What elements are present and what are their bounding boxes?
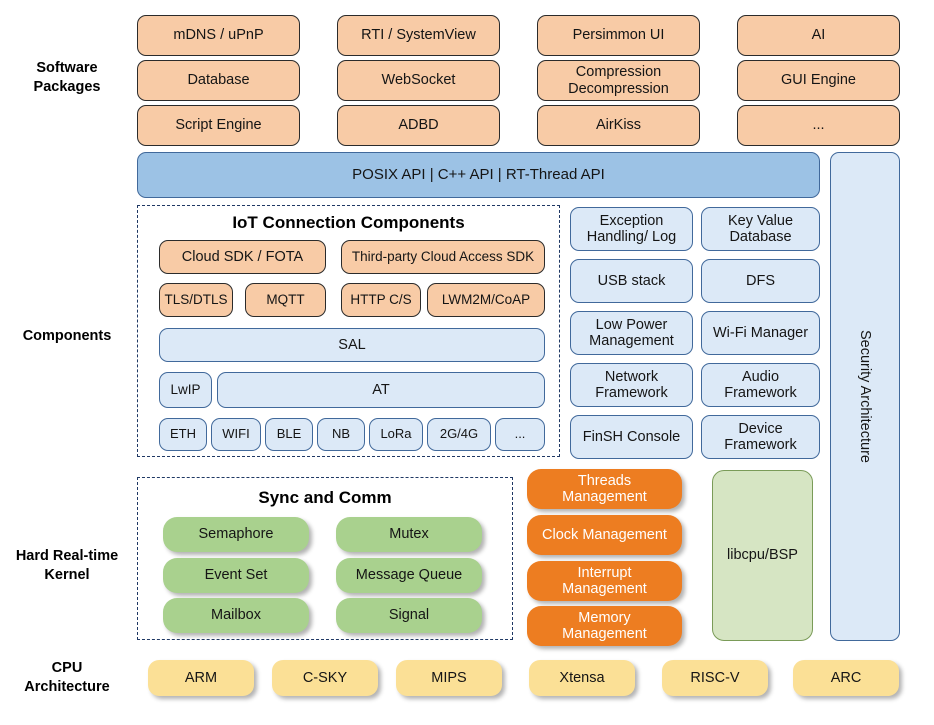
iot-link-ble[interactable]: BLE xyxy=(265,418,313,451)
kernel-semaphore[interactable]: Semaphore xyxy=(163,517,309,552)
component-low-power-management[interactable]: Low Power Management xyxy=(570,311,693,355)
kernel-message-queue[interactable]: Message Queue xyxy=(336,558,482,593)
kernel-event-set[interactable]: Event Set xyxy=(163,558,309,593)
package-database[interactable]: Database xyxy=(137,60,300,101)
cpu-xtensa[interactable]: Xtensa xyxy=(529,660,635,696)
section-label-kernel: Hard Real-time Kernel xyxy=(15,548,119,583)
kernel-threads-management[interactable]: Threads Management xyxy=(527,469,682,509)
kernel-libcpu-bsp[interactable]: libcpu/BSP xyxy=(712,470,813,641)
kernel-interrupt-management[interactable]: Interrupt Management xyxy=(527,561,682,601)
kernel-signal[interactable]: Signal xyxy=(336,598,482,633)
section-label-software-packages: Software Packages xyxy=(33,60,101,95)
cpu-risc-v[interactable]: RISC-V xyxy=(662,660,768,696)
cpu-arc[interactable]: ARC xyxy=(793,660,899,696)
package-airkiss[interactable]: AirKiss xyxy=(537,105,700,146)
package-gui-engine[interactable]: GUI Engine xyxy=(737,60,900,101)
package-rti-systemview[interactable]: RTI / SystemView xyxy=(337,15,500,56)
iot-cloud-sdk-fota[interactable]: Cloud SDK / FOTA xyxy=(159,240,326,274)
iot-lwip[interactable]: LwIP xyxy=(159,372,212,408)
component-dfs[interactable]: DFS xyxy=(701,259,820,303)
iot-link-lora[interactable]: LoRa xyxy=(369,418,423,451)
component-finsh-console[interactable]: FinSH Console xyxy=(570,415,693,459)
cpu-mips[interactable]: MIPS xyxy=(396,660,502,696)
iot-mqtt[interactable]: MQTT xyxy=(245,283,326,317)
section-label-cpu-architecture: CPU Architecture xyxy=(24,660,110,695)
kernel-mailbox[interactable]: Mailbox xyxy=(163,598,309,633)
component-wifi-manager[interactable]: Wi-Fi Manager xyxy=(701,311,820,355)
iot-at[interactable]: AT xyxy=(217,372,545,408)
kernel-memory-management[interactable]: Memory Management xyxy=(527,606,682,646)
package-compression-decompression[interactable]: Compression Decompression xyxy=(537,60,700,101)
kernel-clock-management[interactable]: Clock Management xyxy=(527,515,682,555)
sync-and-comm-group xyxy=(137,477,513,640)
iot-link-wifi[interactable]: WIFI xyxy=(211,418,261,451)
component-audio-framework[interactable]: Audio Framework xyxy=(701,363,820,407)
api-bar: POSIX API | C++ API | RT-Thread API xyxy=(137,152,820,198)
package-more[interactable]: ... xyxy=(737,105,900,146)
iot-third-party-cloud-access-sdk[interactable]: Third-party Cloud Access SDK xyxy=(341,240,545,274)
component-usb-stack[interactable]: USB stack xyxy=(570,259,693,303)
package-script-engine[interactable]: Script Engine xyxy=(137,105,300,146)
iot-tls-dtls[interactable]: TLS/DTLS xyxy=(159,283,233,317)
kernel-mutex[interactable]: Mutex xyxy=(336,517,482,552)
iot-link-nb[interactable]: NB xyxy=(317,418,365,451)
security-architecture-label: Security Architecture xyxy=(857,330,874,463)
iot-sal[interactable]: SAL xyxy=(159,328,545,362)
component-device-framework[interactable]: Device Framework xyxy=(701,415,820,459)
cpu-c-sky[interactable]: C-SKY xyxy=(272,660,378,696)
sync-and-comm-title: Sync and Comm xyxy=(258,488,392,507)
component-network-framework[interactable]: Network Framework xyxy=(570,363,693,407)
iot-connection-components-group xyxy=(137,205,560,457)
component-key-value-database[interactable]: Key Value Database xyxy=(701,207,820,251)
iot-lwm2m-coap[interactable]: LWM2M/CoAP xyxy=(427,283,545,317)
iot-link-eth[interactable]: ETH xyxy=(159,418,207,451)
package-adbd[interactable]: ADBD xyxy=(337,105,500,146)
cpu-arm[interactable]: ARM xyxy=(148,660,254,696)
package-ai[interactable]: AI xyxy=(737,15,900,56)
iot-connection-components-title: IoT Connection Components xyxy=(232,213,465,232)
package-websocket[interactable]: WebSocket xyxy=(337,60,500,101)
component-exception-handling-log[interactable]: Exception Handling/ Log xyxy=(570,207,693,251)
package-mdns-upnp[interactable]: mDNS / uPnP xyxy=(137,15,300,56)
iot-http-cs[interactable]: HTTP C/S xyxy=(341,283,421,317)
iot-link-more[interactable]: ... xyxy=(495,418,545,451)
security-architecture-bar: Security Architecture xyxy=(830,152,900,641)
section-label-components: Components xyxy=(22,327,112,344)
package-persimmon-ui[interactable]: Persimmon UI xyxy=(537,15,700,56)
iot-link-2g-4g[interactable]: 2G/4G xyxy=(427,418,491,451)
